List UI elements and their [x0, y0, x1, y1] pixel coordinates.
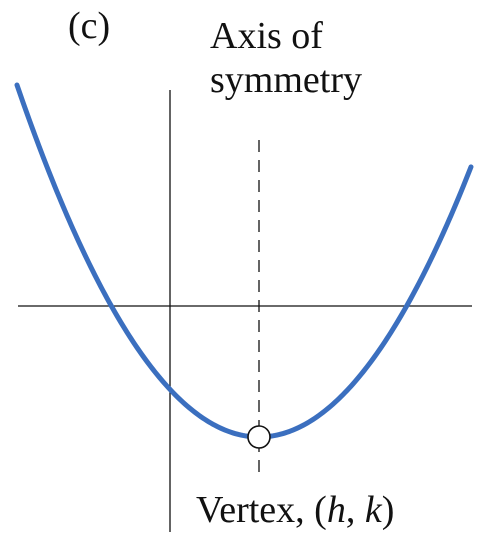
vertex-label: Vertex, (h, k) — [196, 488, 394, 532]
vertex-label-comma: , — [345, 489, 365, 531]
vertex-label-h: h — [326, 489, 346, 531]
panel-label: (c) — [68, 5, 111, 47]
vertex-label-prefix: Vertex, ( — [196, 489, 327, 531]
vertex-label-suffix: ) — [381, 489, 395, 531]
axis-of-symmetry-label-line2: symmetry — [210, 59, 362, 101]
vertex-label-k: k — [364, 489, 382, 531]
axis-of-symmetry-label-line1: Axis of — [210, 15, 323, 57]
axis-of-symmetry-label: Axis of symmetry — [210, 14, 400, 102]
vertex-point — [247, 425, 271, 449]
parabola-curve — [14, 82, 474, 440]
